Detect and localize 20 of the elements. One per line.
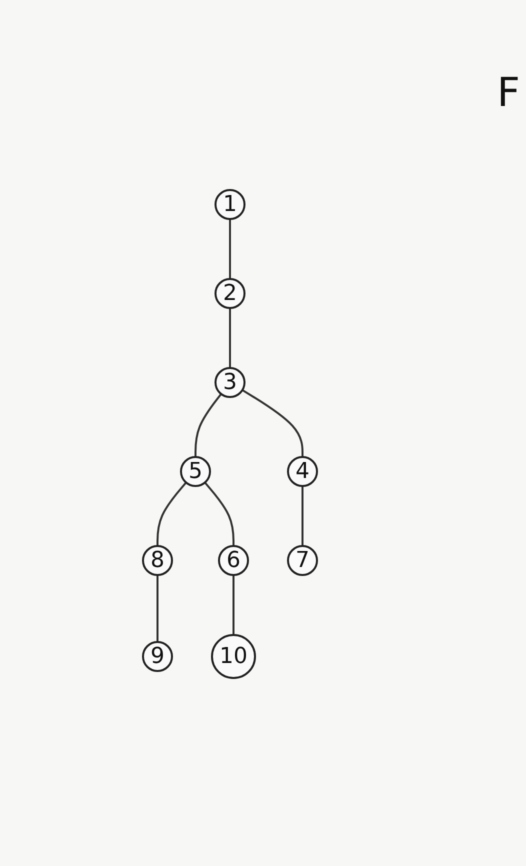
connector — [242, 389, 304, 457]
connector — [204, 482, 234, 546]
node-circle: 3 — [214, 367, 246, 398]
node-circle: 9 — [142, 641, 173, 672]
node-circle: 6 — [218, 545, 249, 576]
connector — [156, 575, 158, 642]
handwritten-letter: F — [496, 70, 520, 116]
connector — [194, 393, 222, 457]
node-circle: 7 — [287, 545, 318, 576]
node-circle: 1 — [214, 189, 246, 220]
connector — [232, 575, 234, 635]
node-circle: 8 — [142, 545, 173, 576]
connector — [229, 308, 231, 368]
connector — [229, 219, 231, 279]
connector — [156, 482, 187, 546]
node-circle: 5 — [180, 456, 211, 487]
node-circle: 4 — [287, 456, 318, 487]
node-circle: 2 — [214, 278, 246, 309]
node-circle: 10 — [211, 634, 256, 679]
connector — [302, 486, 304, 546]
